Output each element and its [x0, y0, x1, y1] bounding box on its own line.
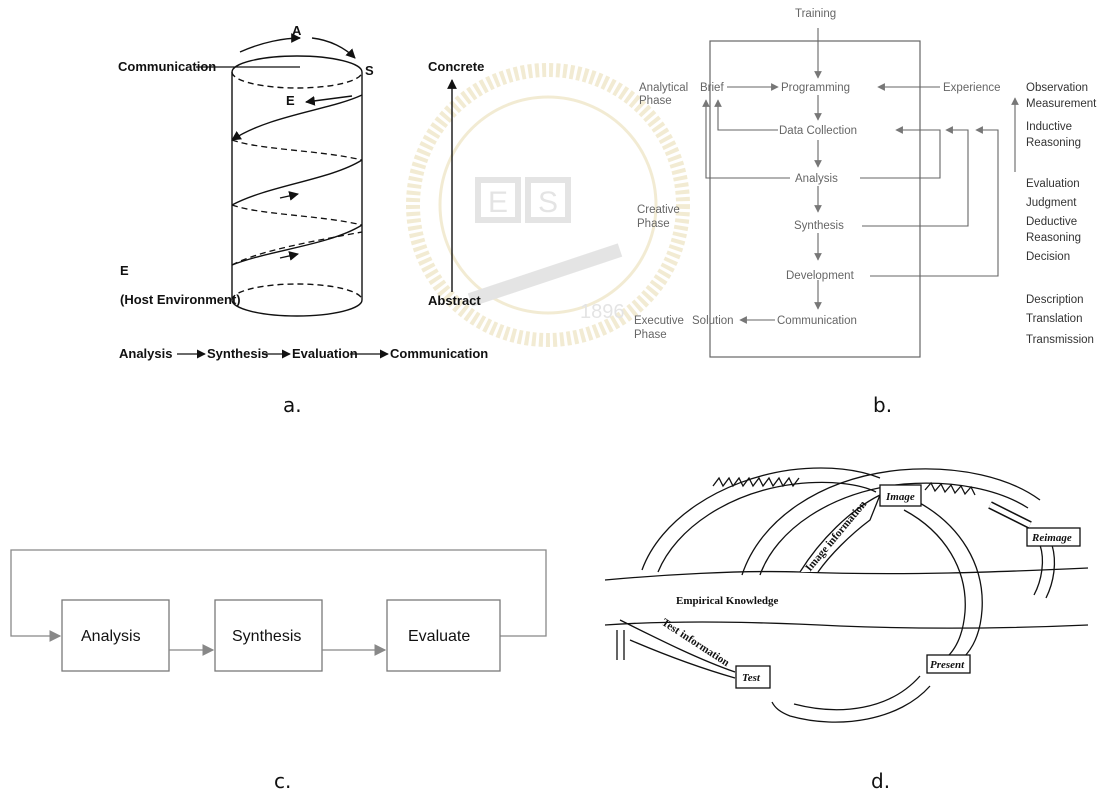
- panel-b-design-process: Training Programming Data Collection Ana…: [634, 8, 1097, 417]
- caption-c: c.: [274, 769, 291, 793]
- step-programming: Programming: [781, 82, 850, 94]
- label-e-spiral: E: [286, 93, 295, 108]
- right-col-reasoning-2: Reasoning: [1026, 232, 1081, 244]
- executive-phase-1: Executive: [634, 315, 684, 327]
- panel-a-spiral-model: A S E Communication Concrete Abstract E …: [118, 23, 488, 417]
- process-analysis: Analysis: [119, 346, 172, 361]
- step-data-collection: Data Collection: [779, 125, 857, 137]
- step-analysis: Analysis: [795, 173, 838, 185]
- right-col-measurement: Measurement: [1026, 98, 1097, 110]
- label-evaluate-c: Evaluate: [408, 628, 470, 645]
- caption-a: a.: [283, 393, 302, 417]
- label-reimage: Reimage: [1031, 532, 1072, 544]
- right-col-inductive: Inductive: [1026, 121, 1072, 133]
- label-a-top: A: [292, 23, 302, 38]
- label-empirical-knowledge: Empirical Knowledge: [676, 595, 778, 607]
- label-brief: Brief: [700, 82, 724, 94]
- right-col-judgment: Judgment: [1026, 197, 1077, 209]
- executive-phase-2: Phase: [634, 329, 667, 341]
- right-col-description: Description: [1026, 294, 1084, 306]
- right-col-translation: Translation: [1026, 313, 1082, 325]
- analytical-phase-2: Phase: [639, 95, 672, 107]
- panel-d-image-present-test: Image Reimage Present Test Empirical Kno…: [605, 468, 1088, 793]
- label-e-host: E: [120, 263, 129, 278]
- process-synthesis: Synthesis: [207, 346, 268, 361]
- right-col-decision: Decision: [1026, 251, 1070, 263]
- creative-phase-1: Creative: [637, 204, 680, 216]
- creative-phase-2: Phase: [637, 218, 670, 230]
- process-communication: Communication: [390, 346, 488, 361]
- label-test-information: Test information: [659, 616, 731, 669]
- caption-b: b.: [873, 393, 892, 417]
- right-col-evaluation: Evaluation: [1026, 178, 1080, 190]
- right-col-observation: Observation: [1026, 82, 1088, 94]
- step-communication: Communication: [777, 315, 857, 327]
- analytical-phase-1: Analytical: [639, 82, 688, 94]
- step-development: Development: [786, 270, 855, 282]
- label-synthesis-c: Synthesis: [232, 628, 301, 645]
- label-solution: Solution: [692, 315, 734, 327]
- label-concrete: Concrete: [428, 59, 484, 74]
- label-training: Training: [795, 8, 836, 20]
- label-present: Present: [930, 659, 965, 671]
- watermark-letter-e: E: [488, 186, 508, 219]
- right-col-reasoning-1: Reasoning: [1026, 137, 1081, 149]
- watermark-letter-s: S: [538, 186, 558, 219]
- label-communication-a: Communication: [118, 59, 216, 74]
- caption-d: d.: [871, 769, 890, 793]
- label-analysis-c: Analysis: [81, 628, 141, 645]
- process-evaluation: Evaluation: [292, 346, 358, 361]
- watermark-year: 1896: [580, 301, 625, 323]
- right-col-transmission: Transmission: [1026, 334, 1094, 346]
- label-image: Image: [885, 491, 915, 503]
- label-s: S: [365, 63, 374, 78]
- label-test: Test: [742, 672, 761, 684]
- label-experience: Experience: [943, 82, 1001, 94]
- panel-c-loop: Analysis Synthesis Evaluate c.: [11, 550, 546, 793]
- step-synthesis: Synthesis: [794, 220, 844, 232]
- label-image-information: Image information: [803, 499, 869, 574]
- right-col-deductive: Deductive: [1026, 216, 1077, 228]
- label-abstract: Abstract: [428, 293, 481, 308]
- label-host-environment: (Host Environment): [120, 292, 241, 307]
